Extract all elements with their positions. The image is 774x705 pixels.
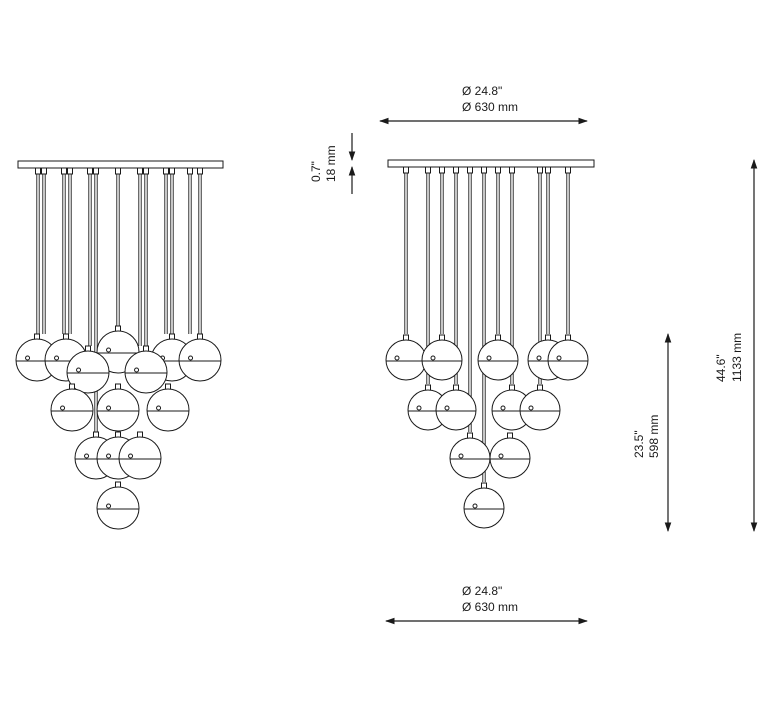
rod-cap [403, 166, 409, 174]
bottom-diameter-imperial: Ø 24.8" [462, 584, 502, 598]
rod-cap [93, 167, 99, 175]
globe [96, 486, 140, 530]
globe-detail [106, 453, 112, 459]
rod-cap [425, 166, 431, 174]
dimension-pendant-height: 23.5" 598 mm [632, 333, 672, 532]
rod-cap [197, 167, 203, 175]
rod-cap [187, 167, 193, 175]
rod-cap [467, 166, 473, 174]
globe-detail [76, 367, 82, 373]
dimension-overall-height: 44.6" 1133 mm [714, 159, 758, 532]
rod-cap [115, 167, 121, 175]
globe [463, 487, 505, 529]
rod-cap [537, 166, 543, 174]
globe-detail [556, 355, 562, 361]
dimension-top-diameter: Ø 24.8" Ø 630 mm [379, 84, 588, 125]
globes-left [15, 325, 222, 530]
rod-cap [87, 167, 93, 175]
globe [449, 437, 491, 479]
globe-detail [458, 453, 464, 459]
overall-height-metric: 1133 mm [730, 333, 744, 382]
globe-detail [472, 503, 478, 509]
top-diameter-metric: Ø 630 mm [462, 100, 518, 114]
rod-cap [495, 166, 501, 174]
canopy-height-imperial: 0.7" [309, 161, 323, 182]
overall-height-imperial: 44.6" [714, 354, 728, 382]
rod-cap [481, 166, 487, 174]
rod-cap [41, 167, 47, 175]
globe-detail [528, 405, 534, 411]
rods-right [403, 166, 571, 482]
globe [435, 389, 477, 431]
globe-detail [54, 355, 60, 361]
pendant-height-imperial: 23.5" [632, 430, 646, 458]
globe-detail [498, 453, 504, 459]
rod-cap [143, 167, 149, 175]
top-diameter-imperial: Ø 24.8" [462, 84, 502, 98]
globe-detail [444, 405, 450, 411]
rod-cap [35, 167, 41, 175]
globe [519, 389, 561, 431]
rod-cap [453, 166, 459, 174]
rod-cap [169, 167, 175, 175]
canopy-left [17, 160, 224, 169]
globe-detail [106, 347, 112, 353]
globe-detail [60, 405, 66, 411]
globe-detail [486, 355, 492, 361]
globe [178, 338, 222, 382]
globe-detail [188, 355, 194, 361]
globe-detail [536, 355, 542, 361]
globe [421, 339, 463, 381]
globe-detail [25, 355, 31, 361]
globe-detail [394, 355, 400, 361]
globe [385, 339, 427, 381]
pendant-height-metric: 598 mm [647, 415, 661, 458]
globe [547, 339, 589, 381]
globe [124, 350, 168, 394]
globe-detail [430, 355, 436, 361]
canopy-right [387, 159, 595, 168]
fixture-view-right [385, 159, 595, 529]
rods-left [35, 167, 203, 432]
rod-cap [67, 167, 73, 175]
rod-cap [61, 167, 67, 175]
globe [489, 437, 531, 479]
globe-detail [106, 503, 112, 509]
globe-detail [106, 405, 112, 411]
rod-cap [545, 166, 551, 174]
globe-detail [128, 453, 134, 459]
rod-cap [439, 166, 445, 174]
fixture-view-left [15, 160, 224, 530]
bottom-diameter-metric: Ø 630 mm [462, 600, 518, 614]
globe [50, 388, 94, 432]
globe-detail [416, 405, 422, 411]
globes-right [385, 334, 589, 529]
rod-cap [137, 167, 143, 175]
globe [66, 350, 110, 394]
dimension-canopy-height: 0.7" 18 mm [309, 133, 356, 194]
rod-cap [509, 166, 515, 174]
globe [146, 388, 190, 432]
globe [96, 388, 140, 432]
rod-cap [565, 166, 571, 174]
dimension-bottom-diameter: Ø 24.8" Ø 630 mm [385, 584, 588, 625]
globe [118, 436, 162, 480]
globe-detail [84, 453, 90, 459]
globe-detail [500, 405, 506, 411]
globe-detail [134, 367, 140, 373]
canopy-height-metric: 18 mm [324, 145, 338, 182]
globe [477, 339, 519, 381]
rod-cap [163, 167, 169, 175]
globe-detail [156, 405, 162, 411]
